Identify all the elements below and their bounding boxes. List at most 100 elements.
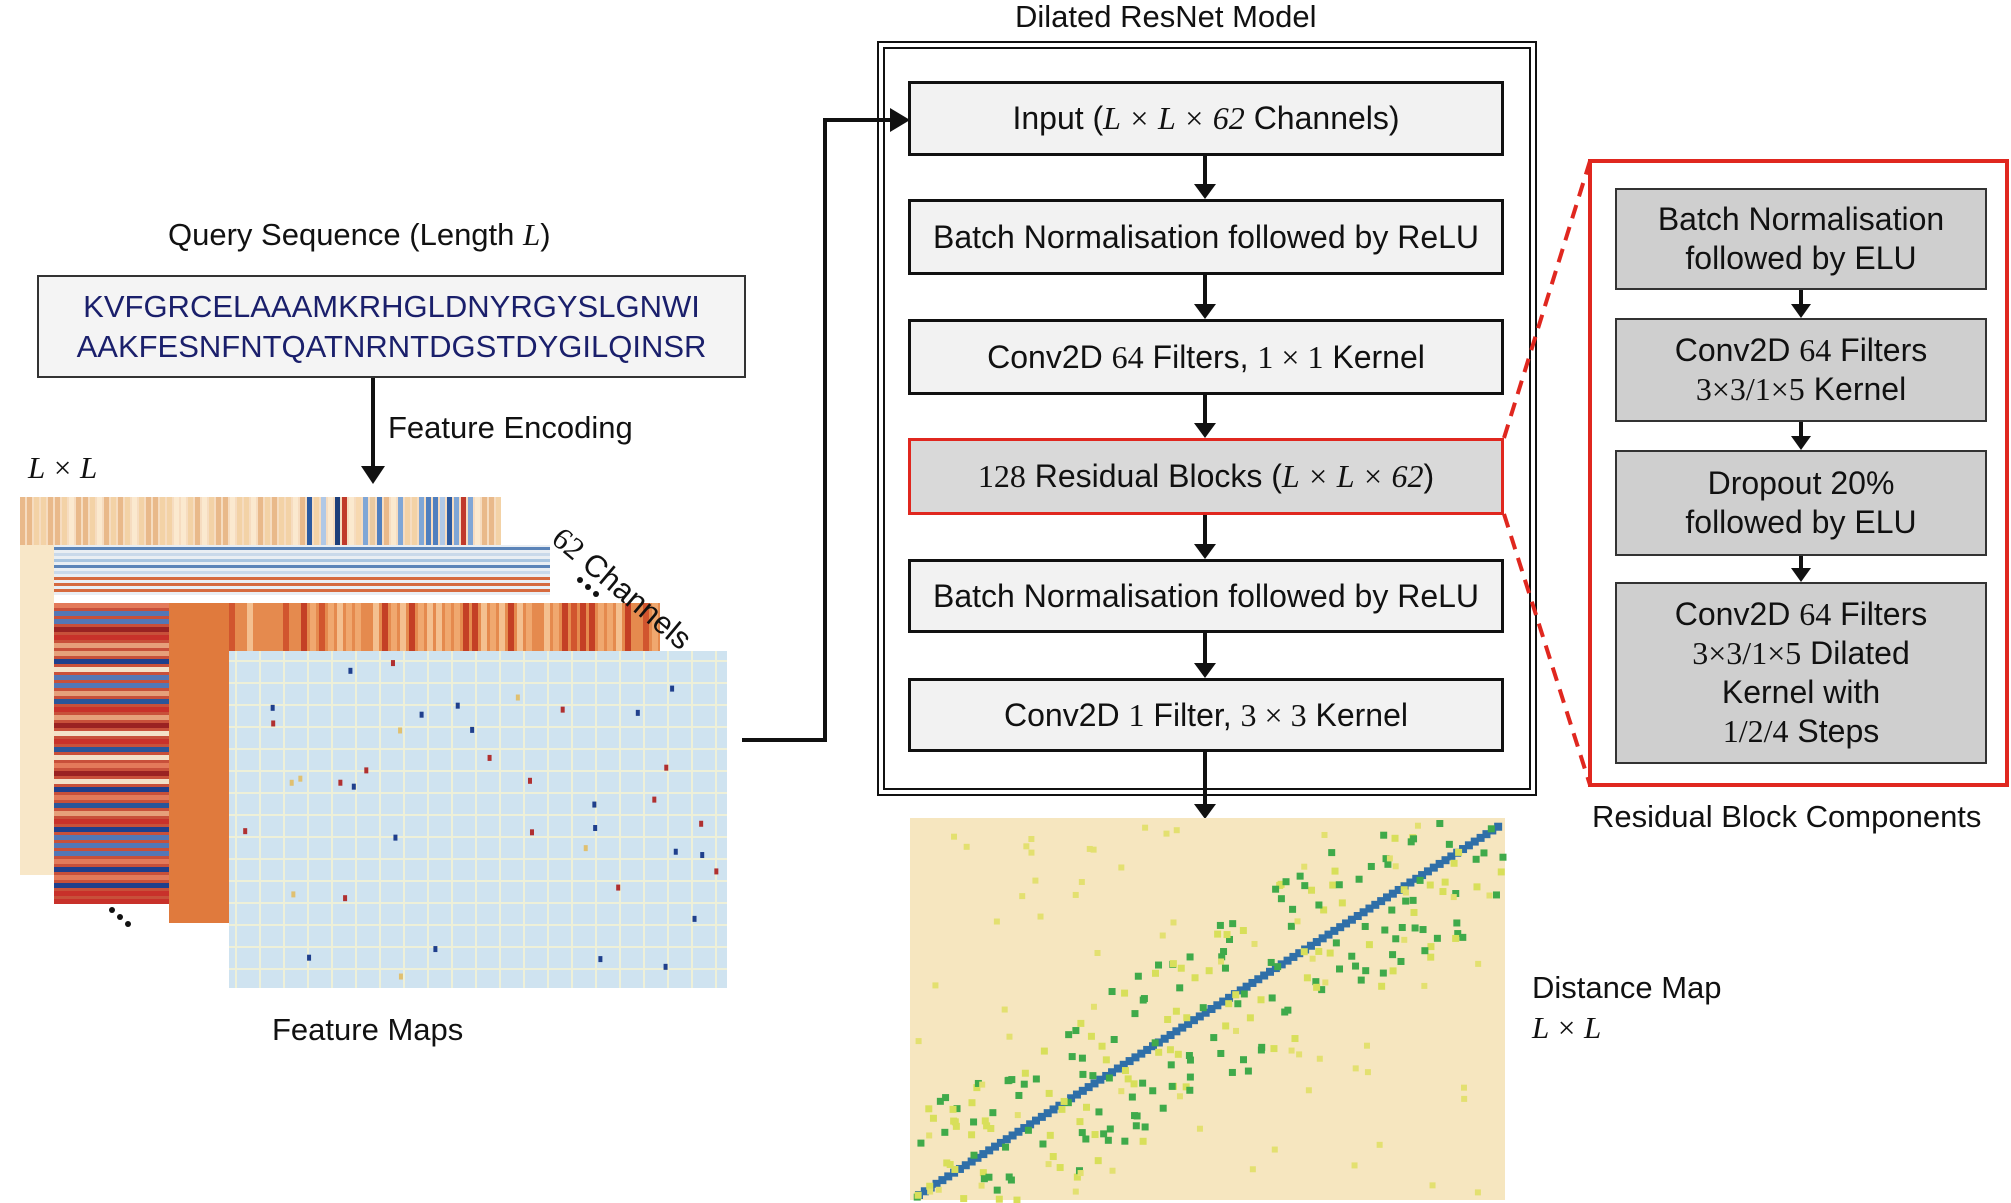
feature-stripe [363,497,368,545]
distance-blob [1024,1126,1032,1134]
feature-stripe [279,497,284,545]
distance-blob [1151,1039,1159,1047]
feature-stripe [125,497,130,545]
feature-stripe [132,497,137,545]
distance-blob [1427,953,1435,961]
feature-stripe [153,497,158,545]
feature-stripe [356,497,361,545]
feature-stripe [223,497,228,545]
distance-blob [1367,862,1375,870]
distance-diagonal [1306,941,1315,950]
feature-grid-line [547,651,549,988]
distance-diagonal [1084,1083,1093,1092]
distance-blob [1151,969,1159,977]
feature-stripe [48,497,53,545]
distance-diagonal [1260,971,1269,980]
distance-map-size: L × L [1532,1010,1602,1045]
distance-blob [1294,918,1301,925]
distance-blob [1023,843,1030,850]
distance-blob [1239,927,1247,935]
feature-stripe [468,497,473,545]
distance-blob [1218,953,1226,961]
distance-diagonal [1020,1124,1029,1133]
distance-blob [1460,1084,1467,1091]
feature-stripe [54,763,169,768]
feature-grid-line [523,651,525,988]
distance-blob [1083,1103,1091,1111]
feature-stripe [454,603,460,651]
feature-stripe [571,603,577,651]
distance-blob [980,1175,988,1183]
distance-blob [1331,867,1339,875]
distance-blob [1499,853,1507,861]
feature-dot [652,796,657,803]
distance-diagonal [1347,915,1356,924]
distance-blob [935,1186,942,1193]
distance-blob [1271,1146,1278,1153]
feature-dot [616,884,621,891]
feature-dot [663,963,668,970]
feature-stripe [54,583,550,586]
distance-diagonal [1342,919,1351,928]
distance-blob [1329,881,1337,889]
distance-blob [1142,824,1149,831]
feature-stripe [328,497,333,545]
model-title: Dilated ResNet Model [1015,0,1317,34]
distance-blob [1223,931,1231,939]
feature-stripe [463,603,469,651]
distance-blob [1232,991,1240,999]
distance-diagonal [1277,960,1286,969]
feature-stripe [643,603,649,651]
distance-diagonal [932,1179,941,1188]
distance-diagonal [1365,904,1374,913]
distance-blob [915,1038,922,1045]
distance-blob [1186,1086,1194,1094]
feature-stripe [229,603,235,651]
distance-blob [1104,1136,1112,1144]
distance-diagonal [1108,1068,1117,1077]
feature-grid-line [229,880,727,882]
feature-stripe [216,497,221,545]
feature-dot [338,779,343,786]
feature-stripe [54,589,550,592]
distance-diagonal [1359,908,1368,917]
distance-blob [1409,896,1417,904]
feature-stripe [562,603,568,651]
distance-blob [1139,996,1147,1004]
feature-stripe [54,843,169,848]
feature-stripe [139,497,144,545]
distance-blob [1433,934,1441,942]
distance-blob [1234,1000,1242,1008]
distance-blob [1474,1189,1481,1196]
distance-blob [1090,846,1097,853]
distance-blob [1480,849,1488,857]
feature-stripe [54,851,169,856]
distance-blob [1251,940,1258,947]
feature-stripe [490,603,496,651]
feature-dot [593,825,598,832]
distance-blob [1338,899,1346,907]
feature-stripe [54,651,169,656]
feature-dot [351,783,356,790]
distance-diagonal [1201,1008,1210,1017]
feature-stripe [580,603,586,651]
feature-encoding-label: Feature Encoding [388,410,633,445]
feature-stripe [346,603,352,651]
distance-diagonal [1248,978,1257,987]
distance-blob [1362,967,1370,975]
distance-blob [1155,961,1163,969]
distance-blob [1308,886,1316,894]
distance-blob [1182,1083,1190,1091]
feature-stripe [188,497,193,545]
feature-stripe [544,603,550,651]
distance-blob [1321,831,1328,838]
feature-stripe [481,603,487,651]
distance-blob [1032,1075,1040,1083]
distance-blob [1233,1027,1240,1034]
distance-diagonal [1143,1045,1152,1054]
input-box: Input (L × L × 62 Channels) [908,81,1504,156]
distance-blob [1121,989,1129,997]
feature-grid-line [229,748,727,750]
feature-stripe [97,497,102,545]
distance-blob [1348,952,1356,960]
